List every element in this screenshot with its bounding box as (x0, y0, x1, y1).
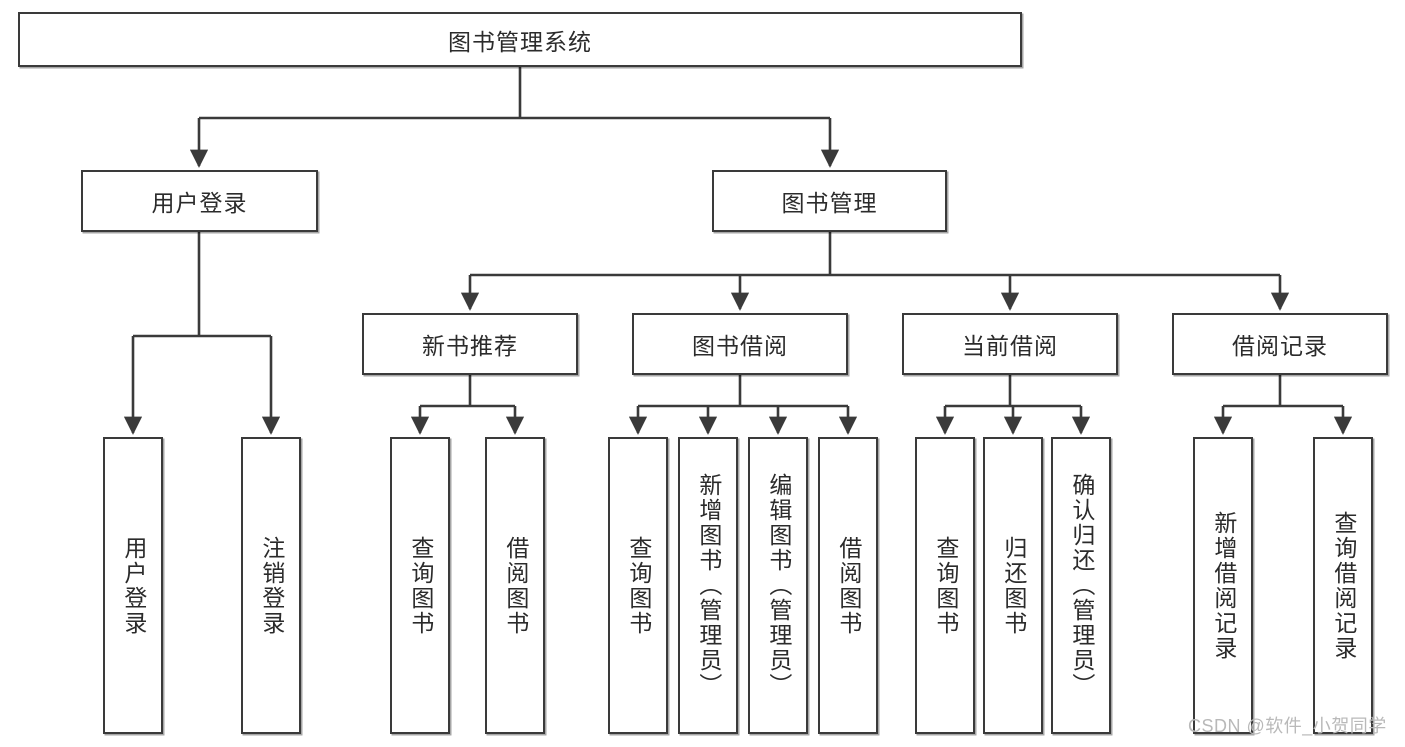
node-current-borrow[interactable]: 当前借阅 (902, 313, 1118, 375)
node-book-management[interactable]: 图书管理 (712, 170, 947, 232)
node-new-book-recommend[interactable]: 新书推荐 (362, 313, 578, 375)
leaf-borrow-book[interactable]: 借阅图书 (818, 437, 878, 734)
leaf-return-book[interactable]: 归还图书 (983, 437, 1043, 734)
node-borrow-record[interactable]: 借阅记录 (1172, 313, 1388, 375)
leaf-query-book-recommend[interactable]: 查询图书 (390, 437, 450, 734)
node-user-login[interactable]: 用户登录 (81, 170, 318, 232)
csdn-watermark: CSDN @软件_小贺同学 (1188, 716, 1387, 736)
leaf-add-borrow-record[interactable]: 新增借阅记录 (1193, 437, 1253, 734)
leaf-user-login[interactable]: 用户登录 (103, 437, 163, 734)
leaf-edit-book-admin[interactable]: 编辑图书（管理员） (748, 437, 808, 734)
leaf-confirm-return-admin[interactable]: 确认归还（管理员） (1051, 437, 1111, 734)
leaf-logout-login[interactable]: 注销登录 (241, 437, 301, 734)
leaf-query-book-current[interactable]: 查询图书 (915, 437, 975, 734)
leaf-query-book-borrow[interactable]: 查询图书 (608, 437, 668, 734)
node-root-system[interactable]: 图书管理系统 (18, 12, 1022, 67)
leaf-add-book-admin[interactable]: 新增图书（管理员） (678, 437, 738, 734)
node-book-borrow[interactable]: 图书借阅 (632, 313, 848, 375)
leaf-query-borrow-record[interactable]: 查询借阅记录 (1313, 437, 1373, 734)
leaf-borrow-book-recommend[interactable]: 借阅图书 (485, 437, 545, 734)
